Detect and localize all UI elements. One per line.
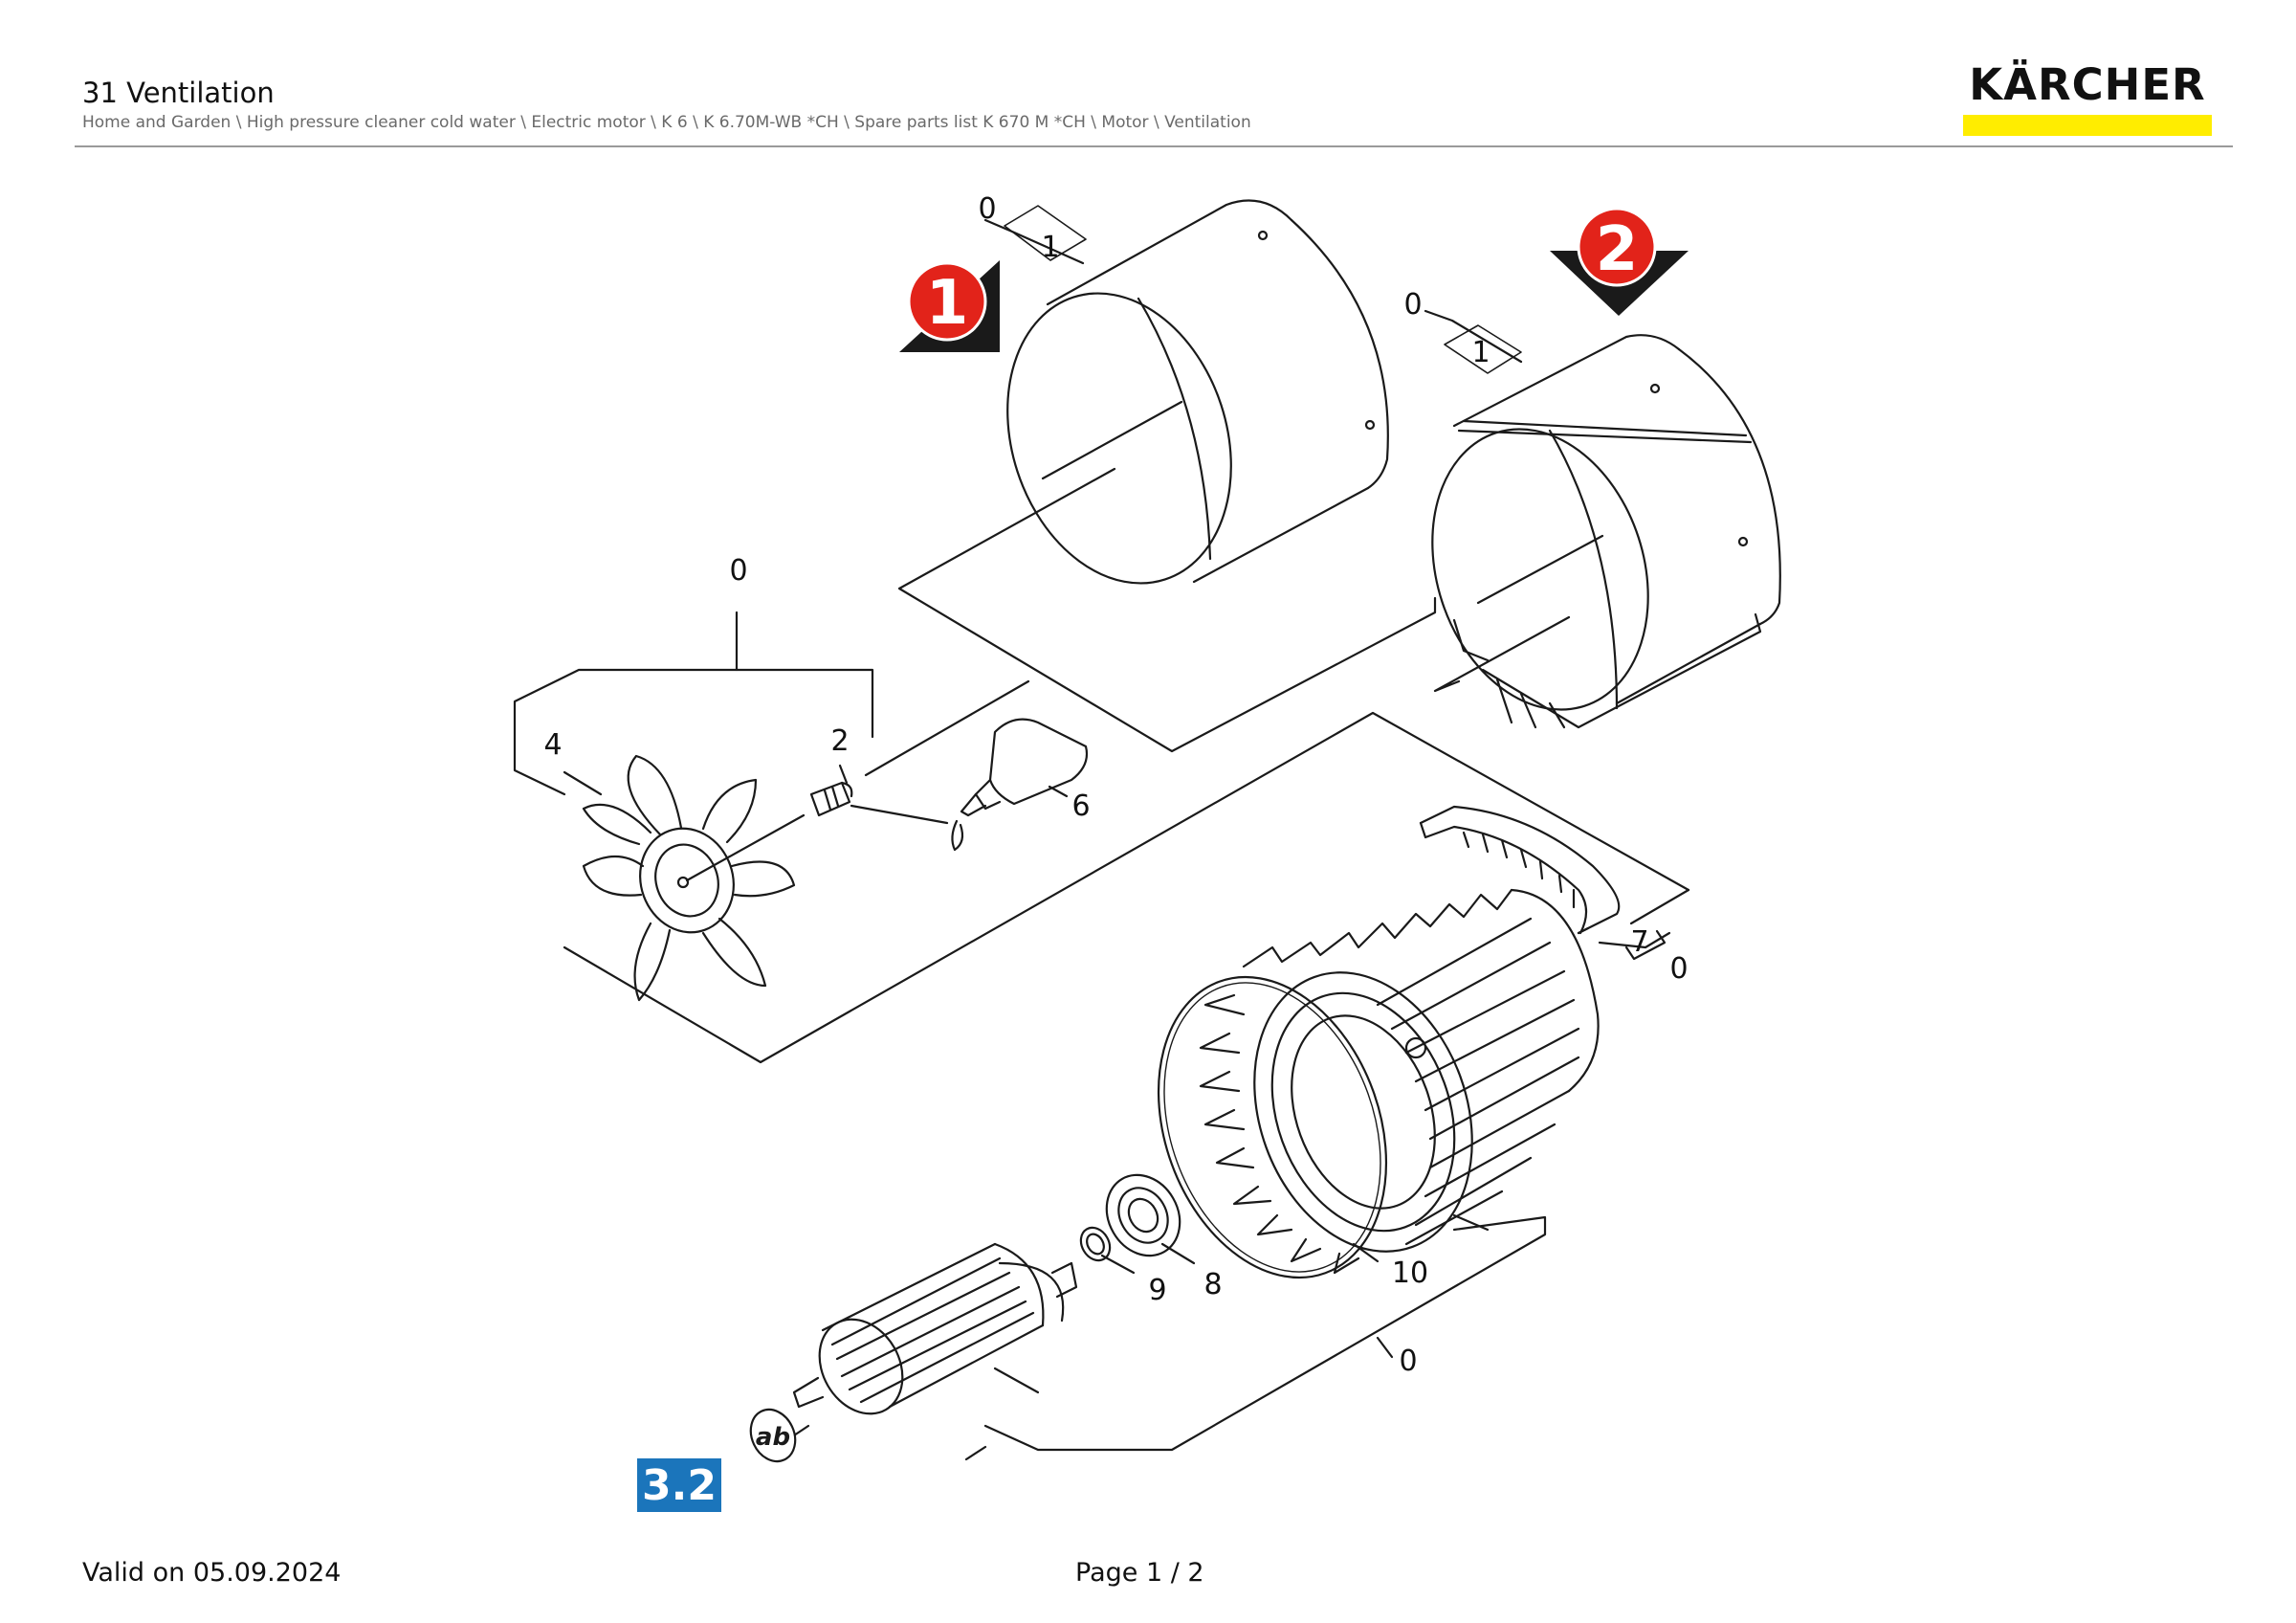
fan-impeller bbox=[582, 754, 796, 1002]
callout-8: 8 bbox=[1203, 1268, 1222, 1301]
callout-0-housing: 0 bbox=[1669, 952, 1688, 986]
fan-cover-shell-1 bbox=[1006, 199, 1389, 585]
variant-marker-1: 1 bbox=[899, 260, 1000, 352]
page-title: 31 Ventilation bbox=[82, 77, 275, 109]
valid-date: Valid on 05.09.2024 bbox=[82, 1558, 342, 1588]
callout-7: 7 bbox=[1630, 925, 1648, 959]
callout-0-shell1: 0 bbox=[978, 192, 996, 226]
threadlocker-ab-symbol: ab bbox=[749, 1408, 797, 1463]
callout-0-fan: 0 bbox=[729, 554, 747, 588]
callout-10: 10 bbox=[1392, 1256, 1428, 1290]
shaft-ring bbox=[1079, 1226, 1112, 1262]
variant-marker-2: 2 bbox=[1550, 207, 1689, 316]
header-divider bbox=[75, 145, 2233, 147]
logo-text: KÄRCHER bbox=[1969, 59, 2206, 110]
callout-0-rotor: 0 bbox=[1399, 1345, 1417, 1378]
ab-symbol-text: ab bbox=[756, 1423, 790, 1452]
callout-6: 6 bbox=[1071, 789, 1090, 823]
variant-marker-1-label: 1 bbox=[926, 268, 969, 339]
screw bbox=[809, 781, 853, 817]
breadcrumb: Home and Garden \ High pressure cleaner … bbox=[82, 113, 1251, 132]
motor-housing-stator bbox=[1199, 888, 1600, 1275]
callout-1-shell2: 1 bbox=[1471, 336, 1490, 369]
section-badge-label: 3.2 bbox=[642, 1461, 717, 1510]
variant-marker-2-label: 2 bbox=[1596, 214, 1639, 285]
logo-yellow-bar bbox=[1963, 115, 2212, 136]
callout-1-shell1: 1 bbox=[1041, 231, 1059, 264]
page-number: Page 1 / 2 bbox=[1075, 1558, 1204, 1588]
callout-2: 2 bbox=[830, 724, 849, 758]
callout-9: 9 bbox=[1148, 1274, 1166, 1307]
callout-0-shell2: 0 bbox=[1403, 288, 1422, 322]
ball-bearing bbox=[1105, 1173, 1181, 1257]
karcher-logo: KÄRCHER bbox=[1961, 59, 2214, 136]
rotor-armature bbox=[792, 1242, 1078, 1415]
fan-cover-shell-2 bbox=[1431, 334, 1781, 729]
fan-guide-segment bbox=[1419, 805, 1621, 935]
callout-4: 4 bbox=[543, 728, 562, 762]
section-reference-badge[interactable]: 3.2 bbox=[637, 1458, 721, 1512]
o-ring bbox=[1157, 975, 1388, 1279]
threadlocker-tube bbox=[951, 718, 1089, 852]
